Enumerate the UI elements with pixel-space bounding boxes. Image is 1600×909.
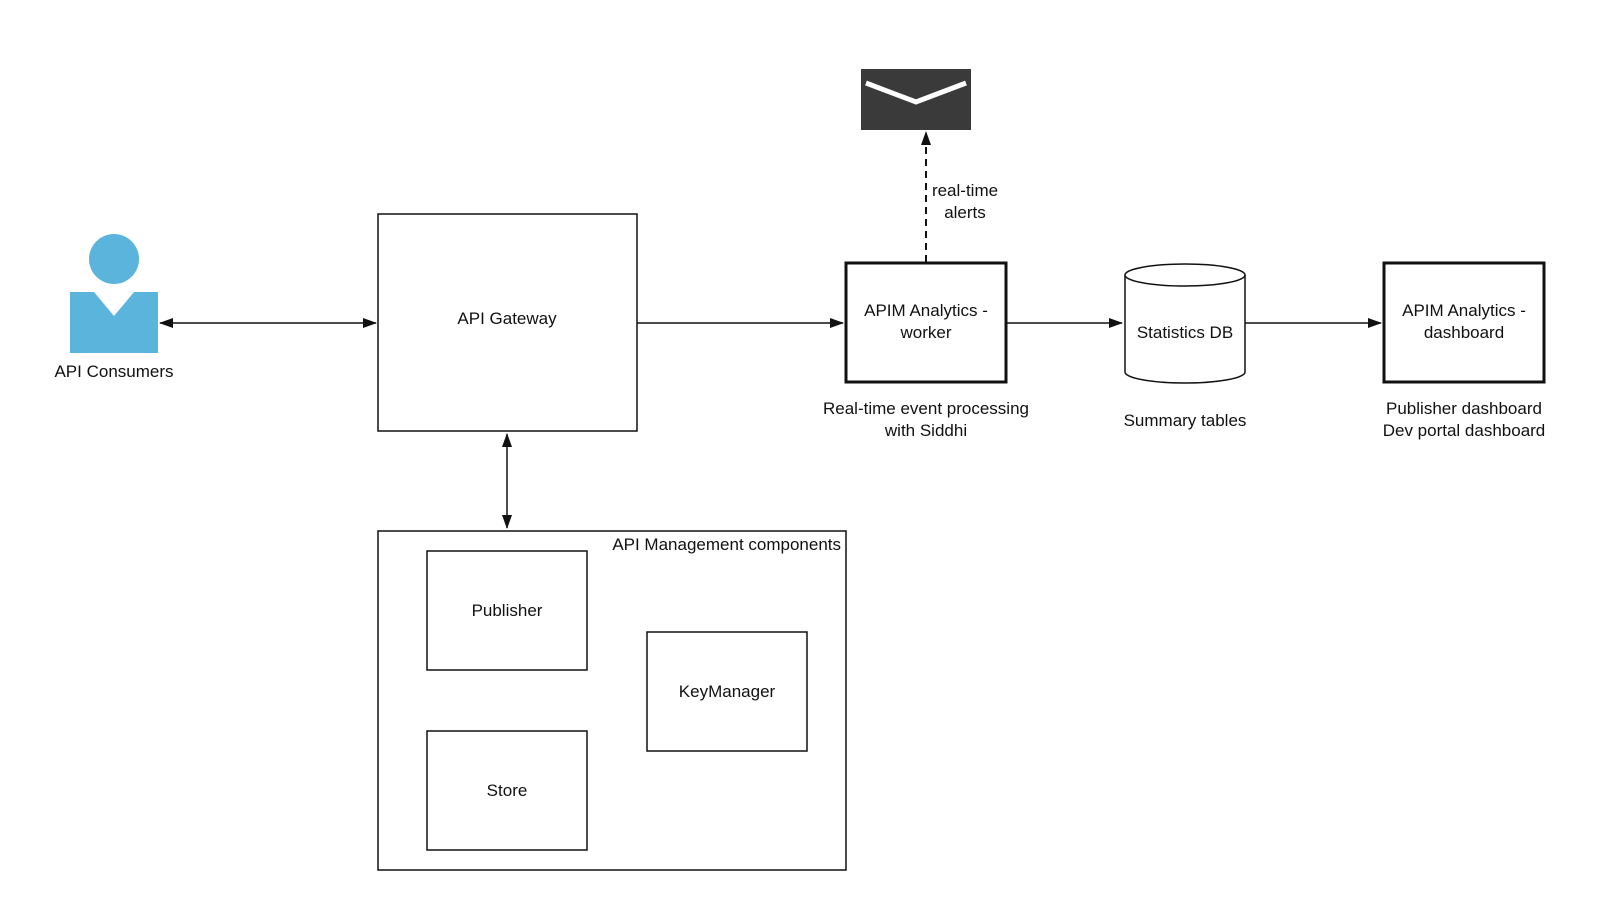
keymanager-label: KeyManager bbox=[679, 682, 776, 701]
api-gateway-label: API Gateway bbox=[457, 309, 557, 328]
dashboard-caption-line2: Dev portal dashboard bbox=[1383, 421, 1546, 440]
envelope-icon bbox=[861, 69, 971, 130]
api-gateway-box bbox=[377, 213, 638, 432]
cylinder-database-icon bbox=[1124, 263, 1246, 384]
dashboard-caption-line1: Publisher dashboard bbox=[1386, 399, 1542, 418]
store-box bbox=[426, 730, 588, 851]
apim-components-label: API Management components bbox=[612, 535, 841, 554]
analytics-worker-label-line1: APIM Analytics - bbox=[864, 301, 988, 320]
statistics-db-caption: Summary tables bbox=[1124, 411, 1247, 430]
publisher-label: Publisher bbox=[472, 601, 543, 620]
store-label: Store bbox=[487, 781, 528, 800]
alerts-label-line1: real-time bbox=[932, 181, 998, 200]
statistics-db-label: Statistics DB bbox=[1137, 323, 1233, 342]
analytics-dashboard-label-line1: APIM Analytics - bbox=[1402, 301, 1526, 320]
analytics-worker-box bbox=[844, 261, 1008, 384]
analytics-dashboard-label-line2: dashboard bbox=[1424, 323, 1504, 342]
publisher-box bbox=[426, 550, 588, 671]
api-consumers-label: API Consumers bbox=[54, 362, 173, 381]
analytics-dashboard-box bbox=[1382, 261, 1546, 384]
person-icon bbox=[70, 234, 158, 353]
alerts-label-line2: alerts bbox=[944, 203, 986, 222]
keymanager-box bbox=[646, 631, 808, 752]
analytics-worker-label-line2: worker bbox=[899, 323, 951, 342]
worker-caption-line2: with Siddhi bbox=[884, 421, 967, 440]
worker-caption-line1: Real-time event processing bbox=[823, 399, 1029, 418]
